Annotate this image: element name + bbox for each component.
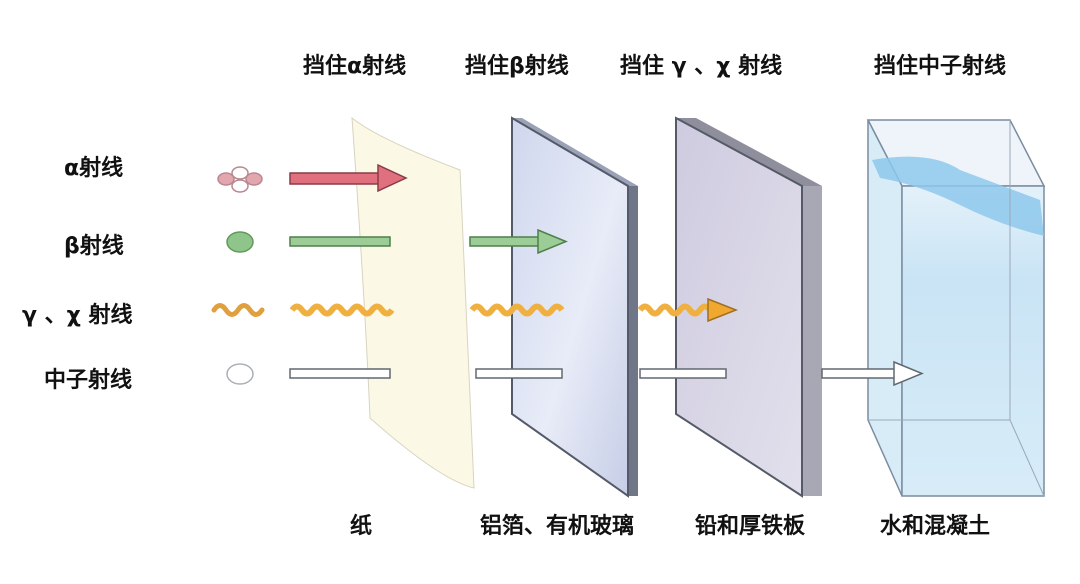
glass-panel [511, 116, 638, 498]
label-block-beta: 挡住β射线 [465, 54, 569, 79]
lead-panel [675, 116, 822, 498]
label-block-gamma: 挡住 γ 、χ 射线 [620, 54, 783, 79]
material-aluminum: 铝箔、有机玻璃 [480, 514, 635, 539]
beta-arrow-segment-1 [289, 236, 391, 247]
ray-label-neutron: 中子射线 [44, 368, 133, 393]
neutron-arrow-segment-1 [289, 368, 391, 379]
label-block-neutron: 挡住中子射线 [874, 54, 1007, 79]
neutron-arrow-segment-3 [639, 368, 727, 379]
neutron-particle-icon [226, 363, 254, 385]
gamma-wave-segment-1 [289, 303, 395, 317]
material-paper: 纸 [350, 514, 373, 539]
material-lead: 铅和厚铁板 [695, 514, 806, 539]
ray-label-beta: β射线 [64, 234, 124, 259]
label-block-alpha: 挡住α射线 [303, 54, 407, 79]
neutron-arrow [821, 360, 924, 387]
water-tank [866, 119, 1046, 497]
paper-panel [351, 116, 475, 489]
gamma-arrow [637, 297, 739, 323]
material-water: 水和混凝土 [880, 514, 991, 539]
ray-label-gamma: γ 、χ 射线 [22, 303, 133, 328]
alpha-arrow [289, 163, 408, 193]
gamma-wave-icon [211, 303, 265, 317]
beta-particle-icon [226, 231, 254, 253]
beta-arrow [469, 228, 568, 255]
gamma-wave-segment-2 [469, 303, 565, 317]
ray-label-alpha: α射线 [64, 156, 124, 181]
neutron-arrow-segment-2 [475, 368, 563, 379]
alpha-particle-icon [217, 166, 263, 193]
